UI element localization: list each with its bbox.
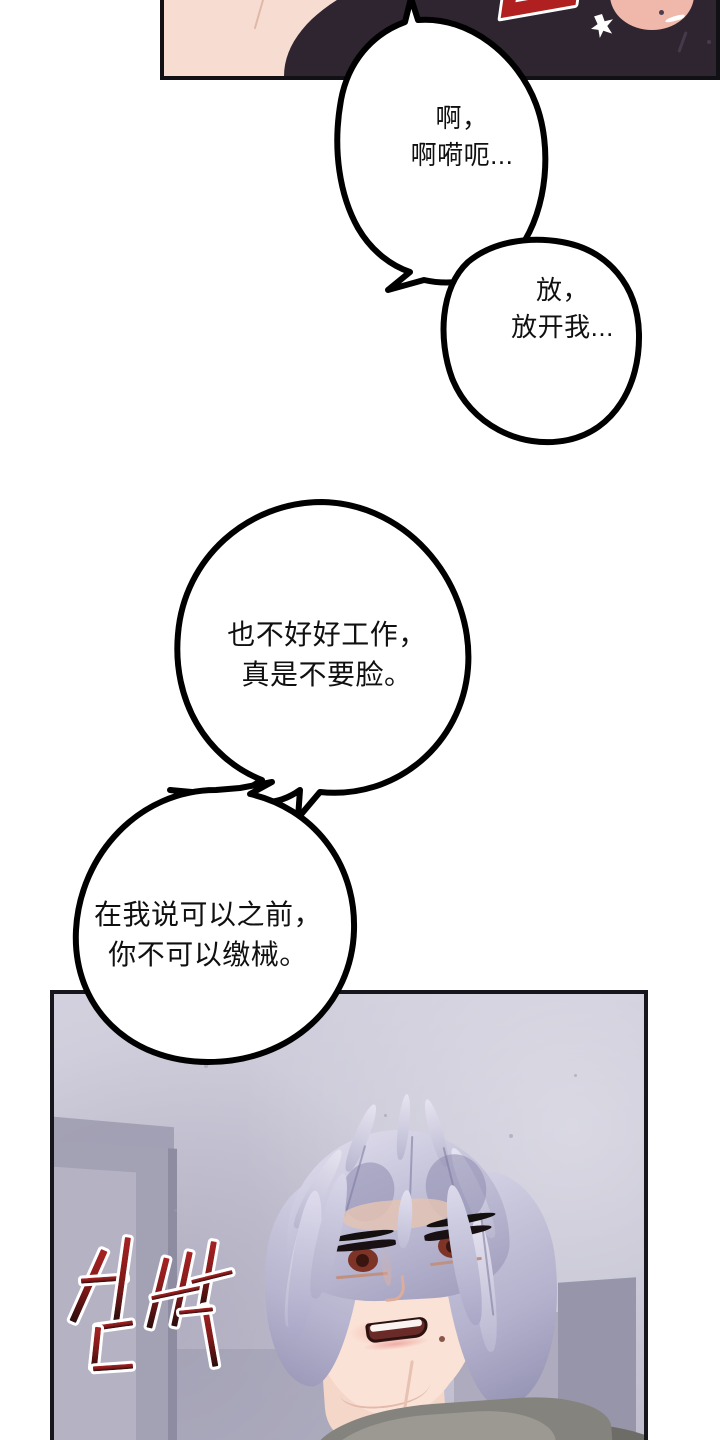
bubble-2-text: 放， 放开我... (511, 275, 614, 342)
sound-effect-group: 발싹 (65, 1228, 246, 1388)
highlight-dot-d (659, 10, 664, 15)
bubble-3-text: 也不好好工作， 真是不要脸。 (227, 619, 427, 690)
bubble-4-text: 在我说可以之前， 你不可以缴械。 (93, 899, 322, 970)
wall-speck (384, 1114, 387, 1117)
highlight-dot-e (707, 40, 711, 44)
beauty-mark (439, 1336, 445, 1342)
panel-bottom-character (50, 990, 648, 1440)
wall-speck (174, 1209, 177, 1212)
wall-speck (574, 1074, 577, 1077)
panel-top-closeup (160, 0, 720, 80)
eye-left-pupil (356, 1254, 369, 1267)
wall-speck (204, 1064, 208, 1068)
bubble-1-text: 啊， 啊嗬呃... (410, 103, 514, 170)
wall-speck (509, 1134, 513, 1138)
